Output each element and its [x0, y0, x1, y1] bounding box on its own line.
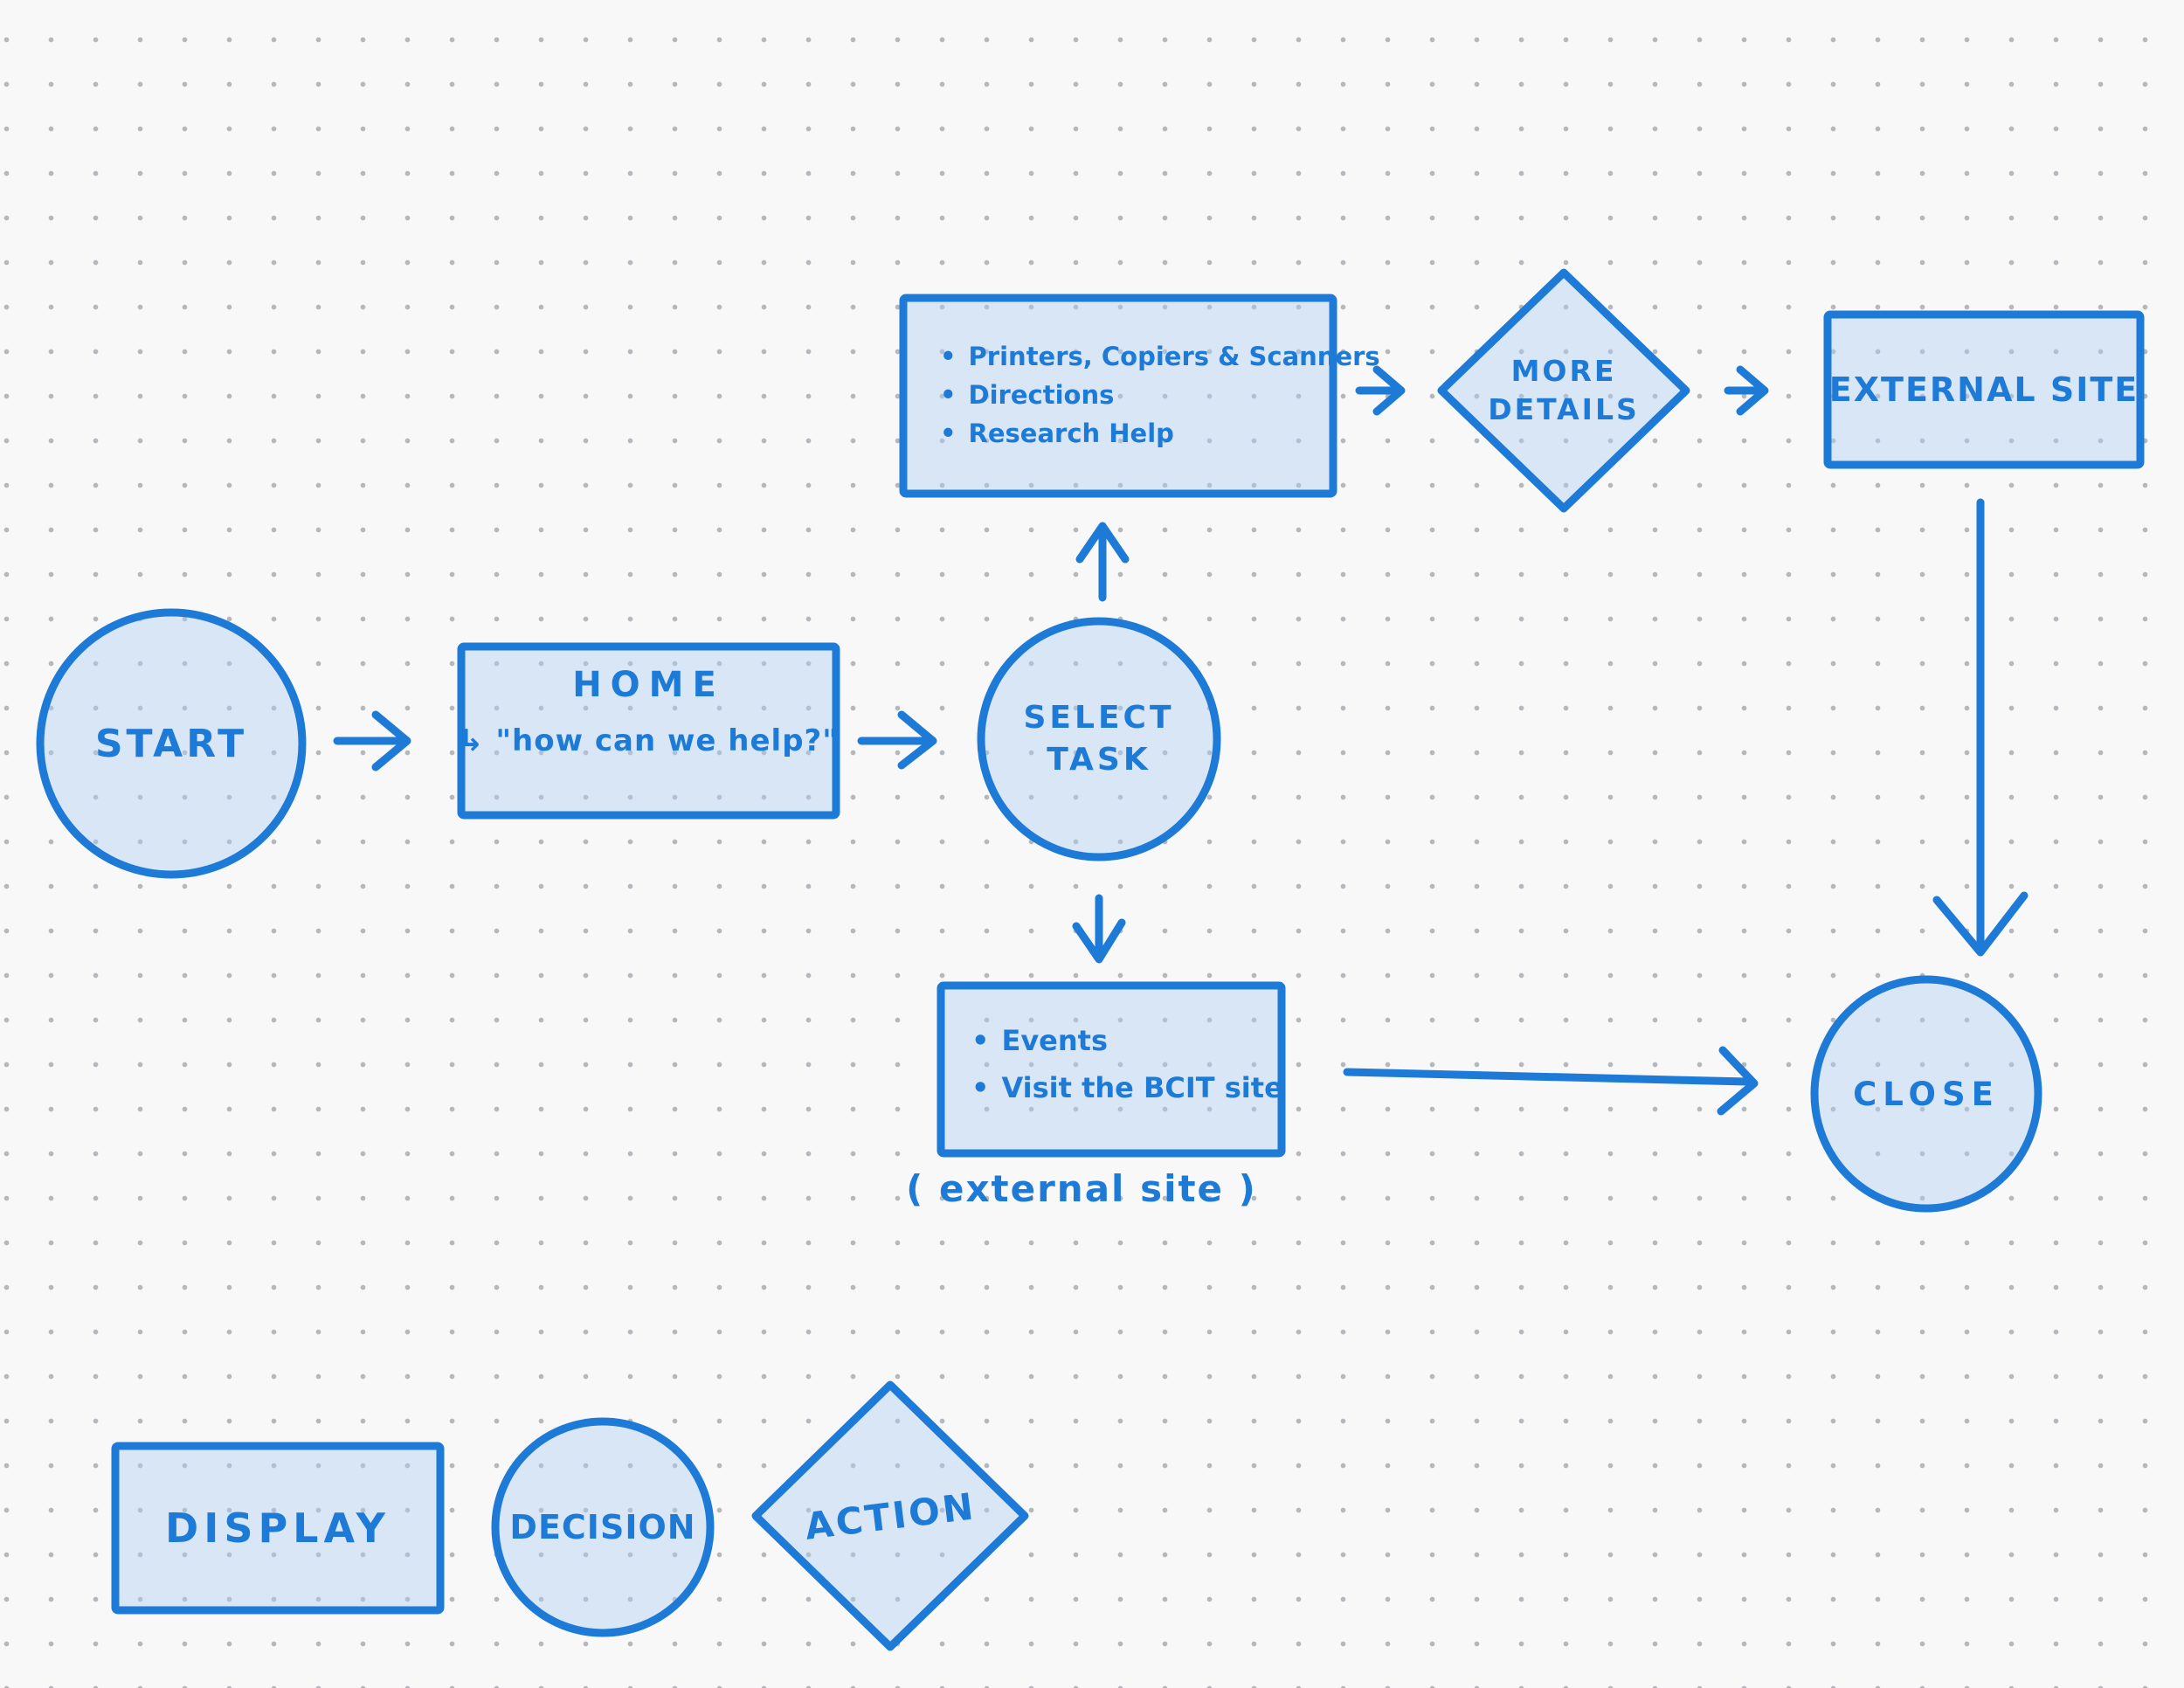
arrow-external-site-to-close [1932, 498, 2028, 957]
services-node-box [899, 294, 1337, 498]
legend-action-diamond [751, 1380, 1029, 1651]
start-node-circle [36, 608, 307, 879]
arrow-services-to-more-details [1355, 365, 1406, 416]
arrow-select-task-to-services [1075, 522, 1130, 602]
services-item-text: Directions [968, 380, 1115, 410]
services-item-text: Research Help [968, 419, 1174, 448]
arrow-home-to-select-task [857, 710, 937, 770]
select-task-node-circle [977, 617, 1221, 861]
services-list-item: • Printers, Copiers & Scanners [940, 337, 1380, 376]
start-node-label: START [94, 721, 248, 766]
select-task-line1: SELECT [1023, 700, 1175, 736]
external-site-node-label: EXTERNAL SITE [1828, 370, 2139, 409]
external-site-node-box [1823, 310, 2145, 469]
events-item-text: Events [1001, 1024, 1108, 1057]
services-node-list: • Printers, Copiers & Scanners • Directi… [940, 337, 1380, 453]
select-task-line2: TASK [1047, 742, 1151, 778]
more-details-line1: MORE [1510, 354, 1617, 388]
close-node-circle [1810, 975, 2042, 1213]
arrow-select-task-to-events [1072, 894, 1126, 964]
home-node-subtitle: ↳ "how can we help?" [459, 723, 839, 758]
bullet-icon: • [971, 1024, 990, 1057]
legend-display-label: DISPLAY [165, 1505, 390, 1552]
services-list-item: • Directions [940, 376, 1324, 414]
bullet-icon: • [971, 1071, 990, 1104]
services-list-item: • Research Help [940, 414, 1324, 453]
legend-decision-circle [491, 1417, 715, 1637]
home-node-title: HOME [572, 665, 725, 705]
events-list-item: • Events [971, 1017, 1275, 1064]
select-task-node-label: SELECT TASK [981, 621, 1217, 857]
legend-decision-label: DECISION [509, 1508, 696, 1546]
bullet-icon: • [940, 342, 957, 371]
arrow-events-to-close [1343, 1046, 1759, 1116]
events-node-list: • Events • Visit the BCIT site [971, 1017, 1283, 1111]
bullet-icon: • [940, 380, 957, 410]
more-details-line2: DETAILS [1488, 392, 1640, 426]
arrow-start-to-home [333, 710, 411, 771]
events-node-box [936, 981, 1286, 1158]
legend-display-box [111, 1442, 445, 1615]
arrow-more-details-to-external-site [1724, 365, 1769, 416]
events-external-site-caption: ( external site ) [906, 1166, 1257, 1210]
legend-action-label: ACTION [802, 1484, 978, 1548]
events-item-text: Visit the BCIT site [1001, 1071, 1283, 1104]
bullet-icon: • [940, 419, 957, 448]
services-item-text: Printers, Copiers & Scanners [968, 342, 1380, 371]
home-node-box [457, 642, 840, 820]
close-node-label: CLOSE [1853, 1075, 2000, 1113]
more-details-node-label: MORE DETAILS [1441, 273, 1686, 508]
events-list-item: • Visit the BCIT site [971, 1064, 1283, 1111]
more-details-node-diamond [1437, 268, 1690, 513]
